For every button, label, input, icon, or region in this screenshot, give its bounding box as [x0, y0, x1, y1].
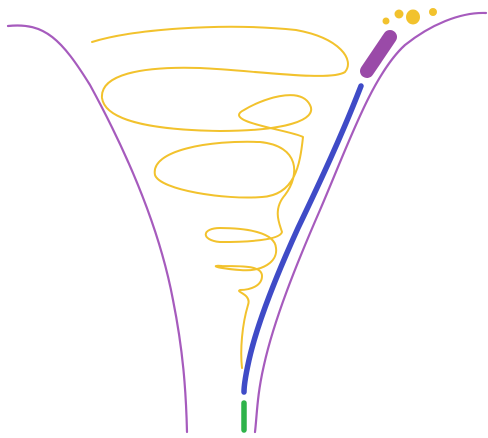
yellow-dots — [383, 8, 438, 25]
yellow-dot-mid — [395, 10, 404, 19]
yellow-dot-large — [406, 10, 420, 25]
yellow-dot-small-left — [383, 18, 390, 25]
funnel-left-wall — [8, 25, 187, 432]
yellow-dot-right — [429, 8, 437, 16]
blue-diagonal-stroke — [244, 86, 361, 392]
